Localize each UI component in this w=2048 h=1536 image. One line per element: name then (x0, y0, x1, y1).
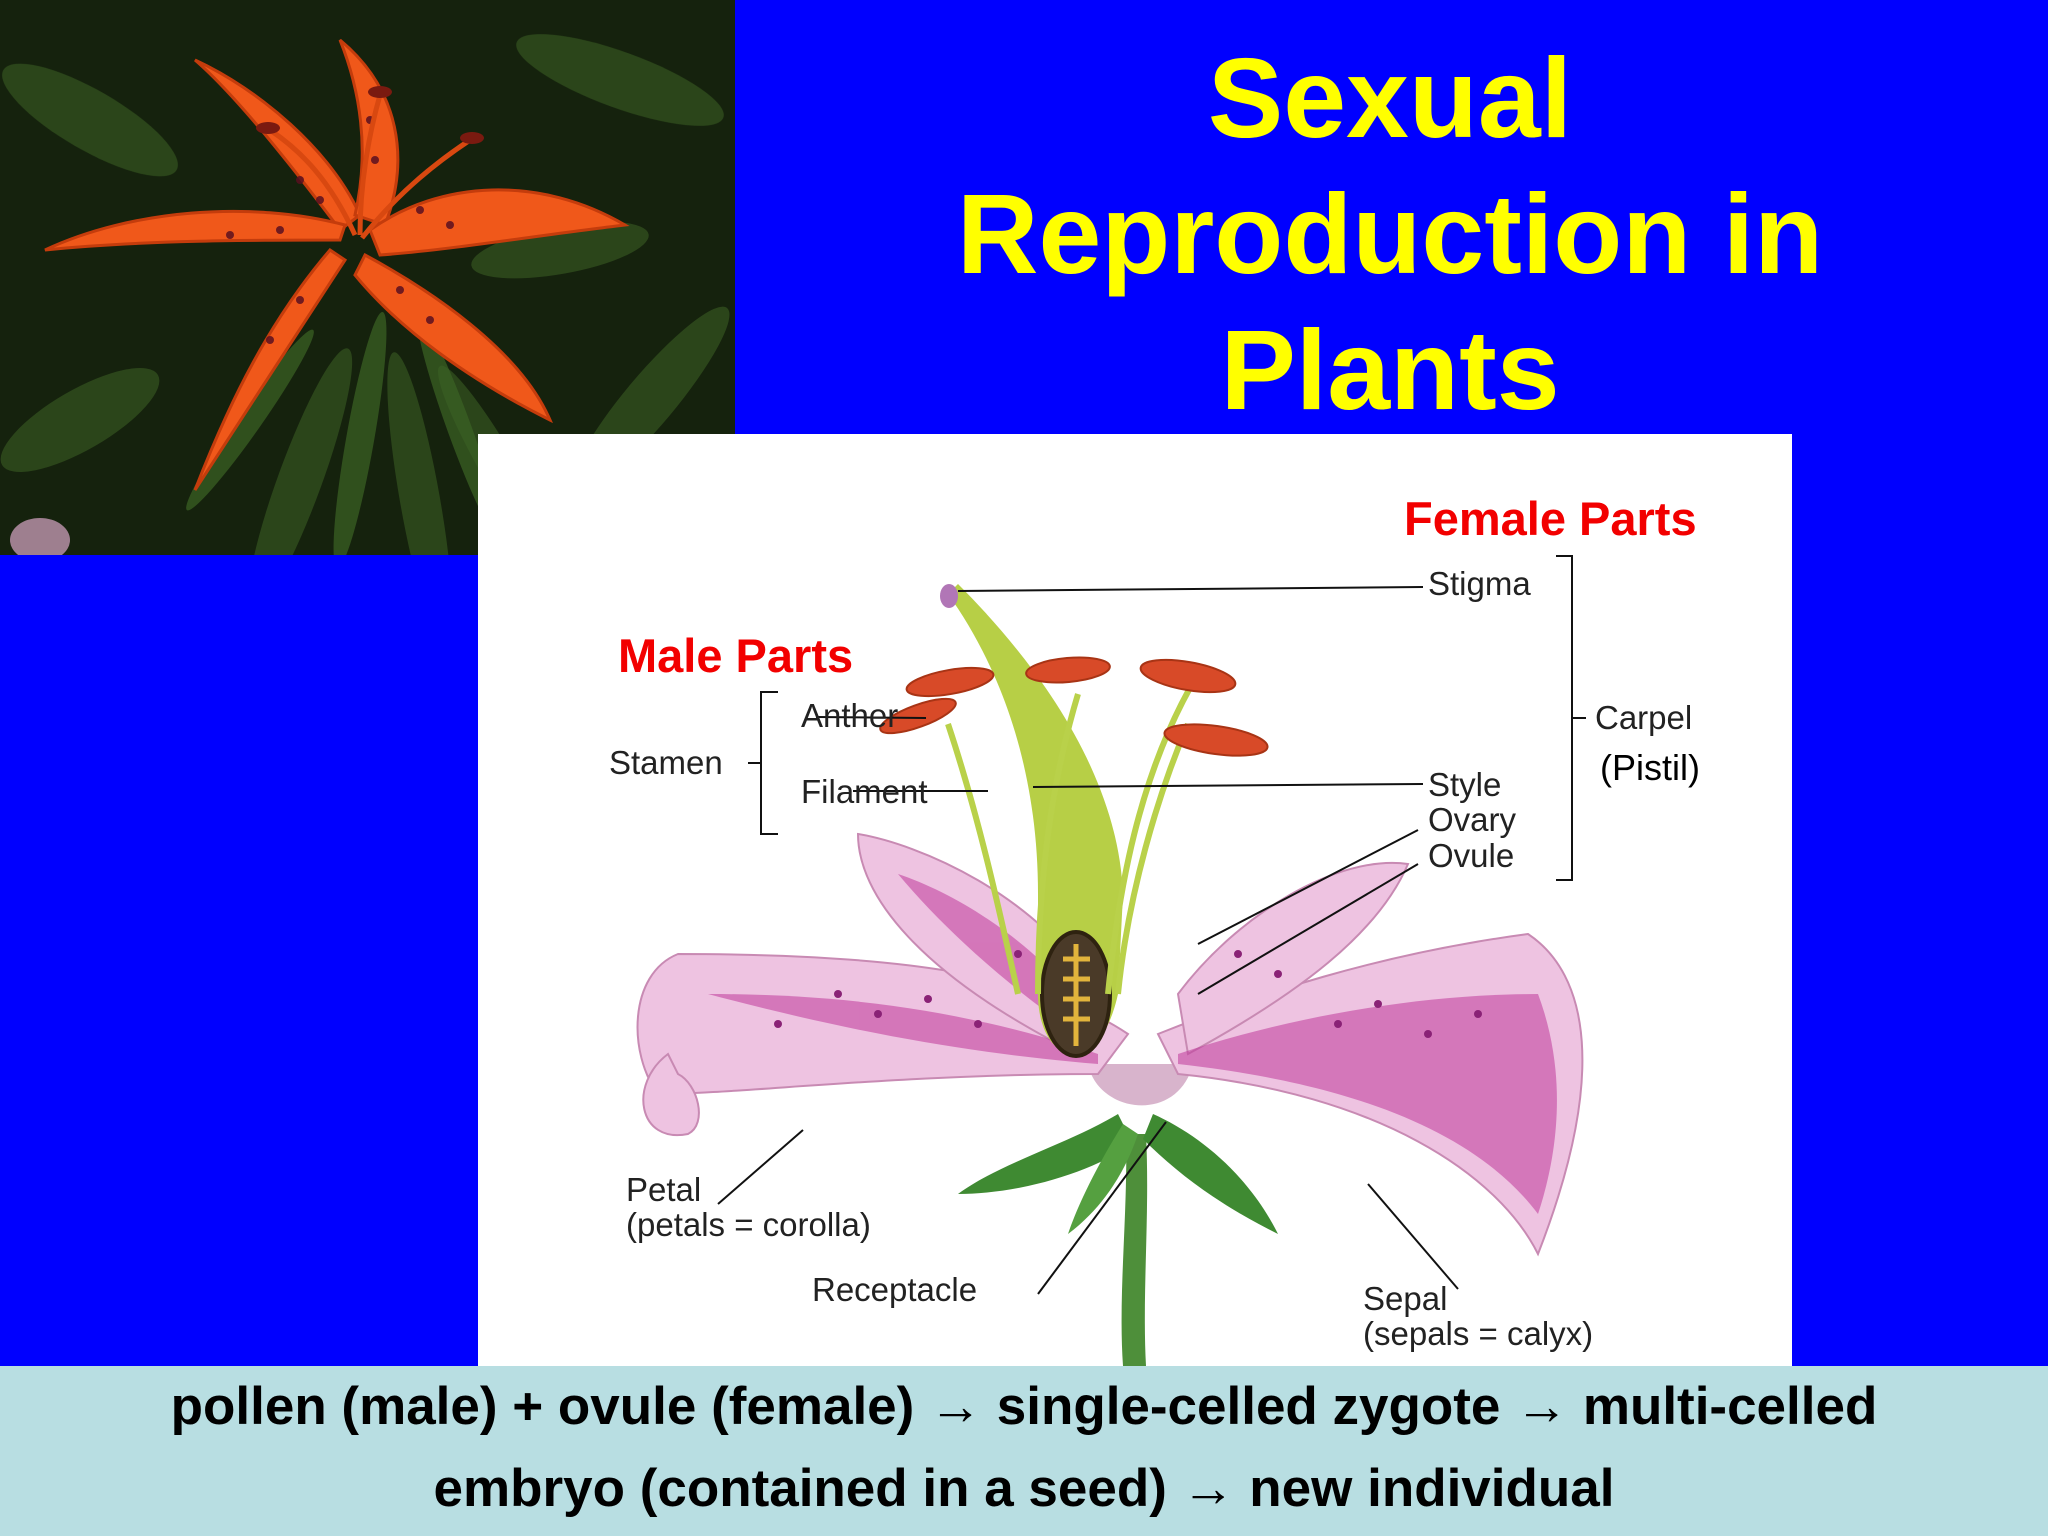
label-petal-note: (petals = corolla) (626, 1206, 871, 1243)
label-carpel: Carpel (1595, 699, 1693, 736)
female-parts-heading: Female Parts (1404, 492, 1697, 545)
footer-summary: pollen (male) + ovule (female) → single-… (0, 1366, 2048, 1536)
title-line-2: Reproduction in (956, 171, 1824, 297)
tiger-lily-photo (0, 0, 735, 555)
flower-anatomy-diagram: Female Parts Male Parts Stigma Carpel (P… (478, 434, 1792, 1366)
footer-line-1: pollen (male) + ovule (female) → single-… (170, 1377, 1878, 1436)
label-style: Style (1428, 766, 1502, 803)
label-sepal-note: (sepals = calyx) (1363, 1315, 1594, 1352)
label-receptacle: Receptacle (812, 1271, 978, 1308)
label-stamen: Stamen (609, 744, 723, 781)
label-anther: Anther (801, 697, 899, 734)
label-filament: Filament (801, 773, 928, 810)
slide-title: Sexual Reproduction in Plants (870, 30, 1910, 438)
label-ovary: Ovary (1428, 801, 1517, 838)
label-sepal: Sepal (1363, 1280, 1448, 1317)
label-ovule: Ovule (1428, 837, 1515, 874)
label-stigma: Stigma (1428, 565, 1531, 602)
title-line-3: Plants (1220, 307, 1560, 433)
male-parts-heading: Male Parts (618, 629, 854, 682)
lily-flower-illustration (636, 555, 1586, 1366)
label-petal: Petal (626, 1171, 702, 1208)
footer-line-2: embryo (contained in a seed) → new indiv… (433, 1459, 1615, 1518)
label-pistil: (Pistil) (1600, 747, 1700, 788)
title-line-1: Sexual (1207, 35, 1573, 161)
